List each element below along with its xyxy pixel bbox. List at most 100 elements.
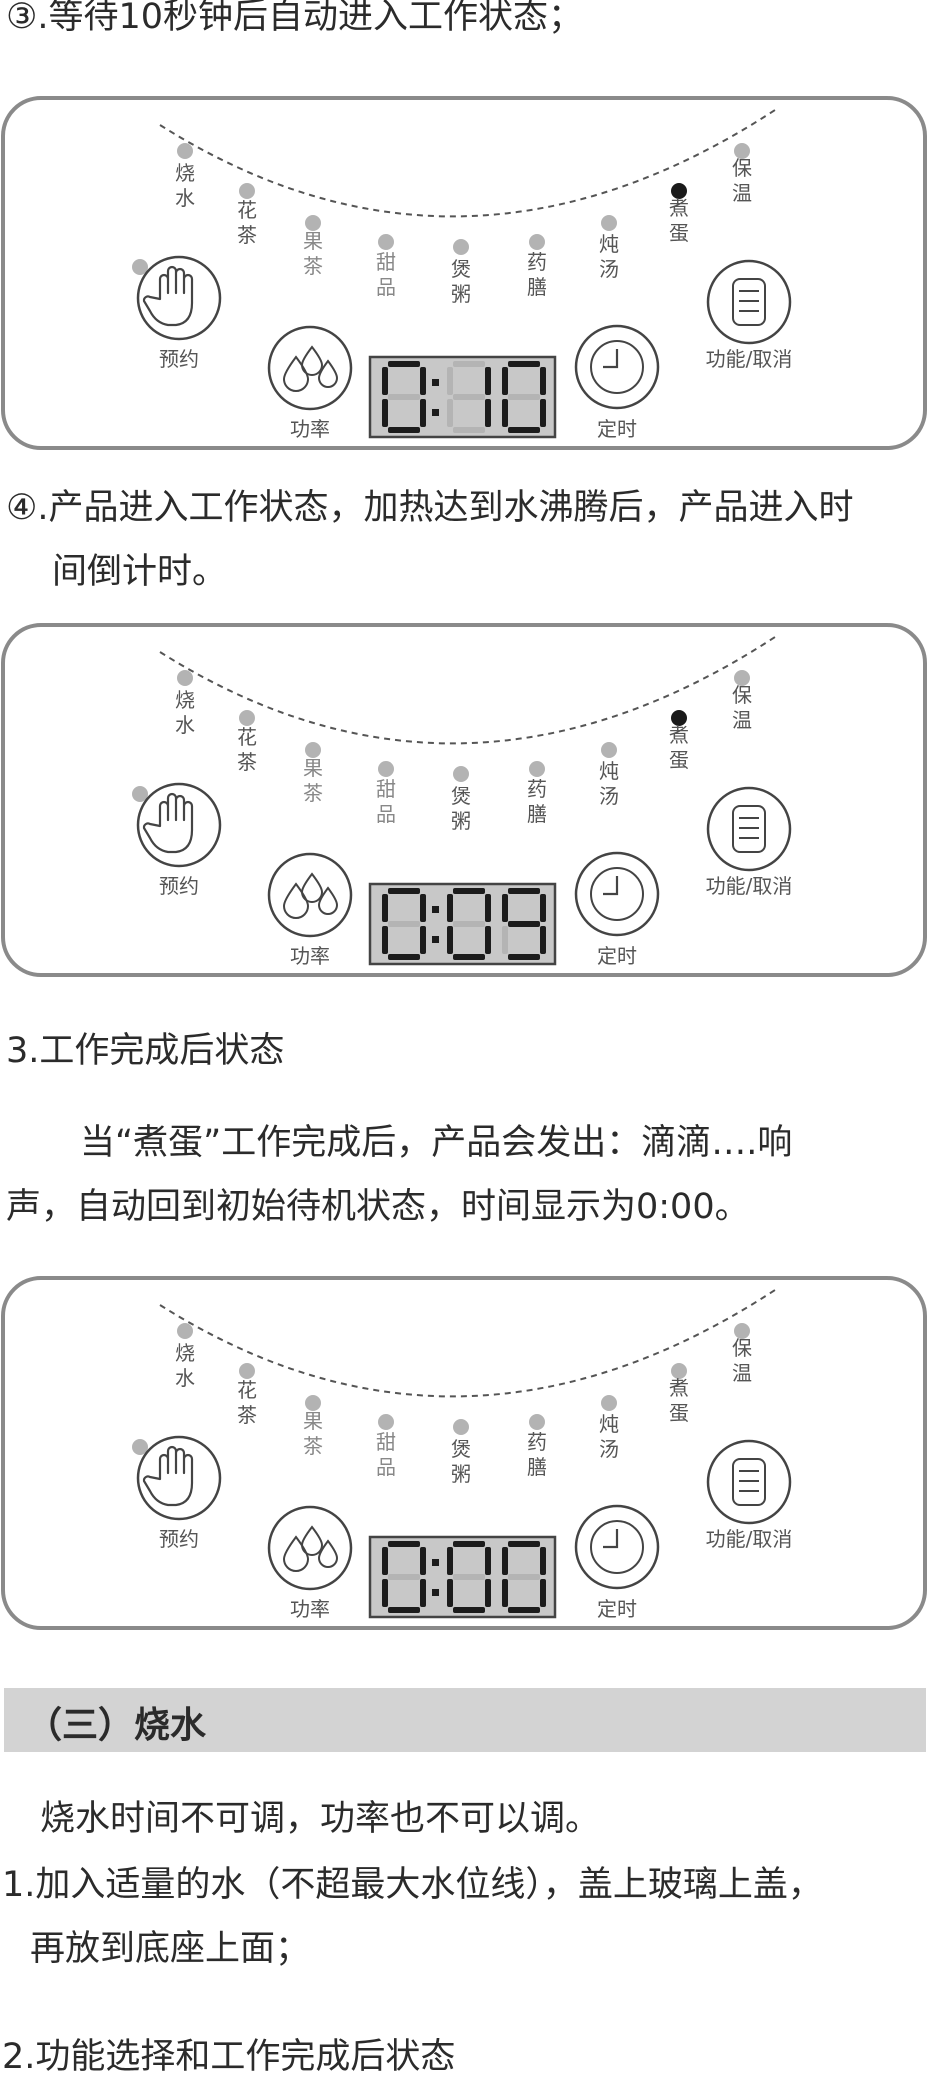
lcd-segment-d	[388, 954, 420, 960]
indicator-dot-6	[601, 215, 617, 231]
function-label-0: 烧水	[175, 1341, 195, 1390]
function-label-5: 药膳	[527, 1430, 547, 1479]
indicator-dot-4	[453, 766, 469, 782]
boil-step1-line2: 再放到底座上面；	[30, 1929, 311, 1969]
menu-icon	[732, 278, 766, 326]
lcd-colon	[432, 1559, 439, 1566]
function-cancel-button[interactable]	[706, 259, 792, 345]
lcd-segment-f	[447, 367, 453, 395]
lcd-segment-d	[508, 1607, 540, 1613]
indicator-dot-7	[671, 183, 687, 199]
lcd-segment-d	[453, 1607, 485, 1613]
lcd-segment-b	[540, 894, 546, 922]
reserve-label: 预约	[159, 347, 199, 371]
function-cancel-label: 功能/取消	[706, 347, 793, 371]
drop-icon	[317, 886, 339, 915]
indicator-dot-8	[734, 670, 750, 686]
indicator-dot-3	[378, 761, 394, 777]
timer-label: 定时	[597, 417, 637, 441]
lcd-colon	[432, 409, 439, 416]
timer-button[interactable]	[574, 1504, 660, 1590]
function-label-3: 甜品	[376, 1430, 396, 1479]
lcd-segment-c	[540, 399, 546, 427]
indicator-dot-0	[177, 1323, 193, 1339]
indicator-dot-0	[177, 143, 193, 159]
function-label-2: 果茶	[303, 1409, 323, 1458]
lcd-segment-a	[388, 361, 420, 367]
reserve-button[interactable]	[136, 255, 222, 341]
function-label-4: 煲粥	[451, 257, 471, 306]
timer-label: 定时	[597, 1597, 637, 1621]
lcd-segment-a	[453, 1541, 485, 1547]
timer-button[interactable]	[574, 851, 660, 937]
indicator-dot-0	[177, 670, 193, 686]
after-work-title: 3.工作完成后状态	[6, 1031, 285, 1071]
lcd-segment-g	[453, 394, 485, 400]
power-button[interactable]	[267, 852, 353, 938]
lcd-segment-c	[485, 926, 491, 954]
function-label-3: 甜品	[376, 250, 396, 299]
lcd-segment-f	[502, 367, 508, 395]
control-panel-3: 烧水花茶果茶甜品煲粥药膳炖汤煮蛋保温预约功率定时功能/取消	[0, 1275, 928, 1635]
indicator-dot-8	[734, 143, 750, 159]
indicator-dot-5	[529, 761, 545, 777]
reserve-indicator-dot	[132, 259, 148, 275]
power-label: 功率	[290, 944, 330, 968]
section-header-boil-water: （三）烧水	[4, 1688, 926, 1752]
indicator-dot-2	[305, 1395, 321, 1411]
lcd-segment-b	[485, 1547, 491, 1575]
clock-icon	[590, 340, 644, 394]
lcd-segment-e	[502, 1579, 508, 1607]
function-label-1: 花茶	[237, 1378, 257, 1427]
indicator-dot-3	[378, 1414, 394, 1430]
lcd-segment-b	[420, 1547, 426, 1575]
function-label-1: 花茶	[237, 198, 257, 247]
power-button[interactable]	[267, 1505, 353, 1591]
reserve-button[interactable]	[136, 1435, 222, 1521]
function-label-4: 煲粥	[451, 1437, 471, 1486]
lcd-segment-b	[540, 367, 546, 395]
drop-icon	[300, 1525, 324, 1556]
function-cancel-button[interactable]	[706, 786, 792, 872]
indicator-dot-2	[305, 742, 321, 758]
lcd-segment-b	[485, 367, 491, 395]
function-label-8: 保温	[732, 156, 752, 205]
lcd-segment-f	[382, 1547, 388, 1575]
timer-label: 定时	[597, 944, 637, 968]
lcd-segment-d	[508, 954, 540, 960]
lcd-segment-d	[388, 427, 420, 433]
indicator-dot-7	[671, 1363, 687, 1379]
function-cancel-button[interactable]	[706, 1439, 792, 1525]
power-label: 功率	[290, 417, 330, 441]
indicator-dot-1	[239, 1363, 255, 1379]
timer-button[interactable]	[574, 324, 660, 410]
power-button[interactable]	[267, 325, 353, 411]
drop-icon	[300, 872, 324, 903]
hand-icon	[142, 265, 194, 327]
lcd-segment-f	[502, 1547, 508, 1575]
lcd-segment-b	[420, 894, 426, 922]
lcd-segment-g	[508, 394, 540, 400]
lcd-segment-e	[447, 1579, 453, 1607]
step3-text: ③.等待10秒钟后自动进入工作状态；	[6, 0, 584, 37]
boil-step1-line1: 1.加入适量的水（不超最大水位线），盖上玻璃上盖，	[2, 1865, 823, 1905]
function-label-0: 烧水	[175, 161, 195, 210]
lcd-segment-g	[453, 921, 485, 927]
lcd-segment-g	[508, 1574, 540, 1580]
function-label-3: 甜品	[376, 777, 396, 826]
reserve-label: 预约	[159, 1527, 199, 1551]
function-label-1: 花茶	[237, 725, 257, 774]
lcd-segment-g	[388, 394, 420, 400]
lcd-segment-a	[388, 1541, 420, 1547]
indicator-dot-6	[601, 1395, 617, 1411]
function-cancel-label: 功能/取消	[706, 874, 793, 898]
indicator-dot-3	[378, 234, 394, 250]
lcd-segment-g	[508, 921, 540, 927]
lcd-colon	[432, 379, 439, 386]
reserve-label: 预约	[159, 874, 199, 898]
lcd-segment-e	[447, 399, 453, 427]
power-label: 功率	[290, 1597, 330, 1621]
reserve-button[interactable]	[136, 782, 222, 868]
lcd-segment-f	[447, 894, 453, 922]
function-arc	[159, 109, 776, 218]
